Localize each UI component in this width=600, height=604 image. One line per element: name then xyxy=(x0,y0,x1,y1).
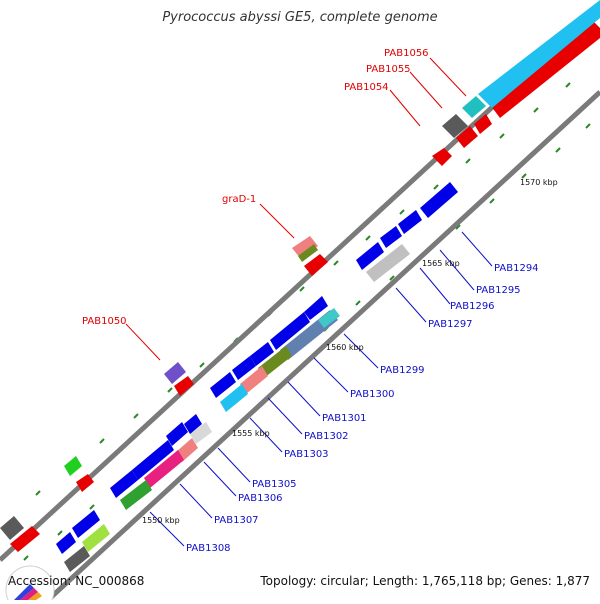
gene-pab1297-gray xyxy=(366,244,410,282)
gene-pab1308-blue-a xyxy=(72,510,100,538)
gene-pab1308-lime xyxy=(82,524,110,552)
gene-label-pab1302[interactable]: PAB1302 xyxy=(304,431,349,442)
gene-pab1050-red xyxy=(174,376,194,396)
gene-grad1-red xyxy=(304,254,328,276)
gene-label-pab1301[interactable]: PAB1301 xyxy=(322,413,367,424)
gene-top-right-cyan xyxy=(478,0,600,108)
gene-label-pab1305[interactable]: PAB1305 xyxy=(252,479,297,490)
gene-pab1302-pink xyxy=(240,366,268,394)
gene-blue-low-2 xyxy=(132,440,174,480)
gene-red-left xyxy=(10,526,40,552)
gene-pab1303-cyan xyxy=(220,384,248,412)
gene-pab1056 xyxy=(462,96,486,118)
gene-pab1055b xyxy=(456,126,478,148)
gene-blue-mid-2 xyxy=(210,372,236,398)
gene-blue-mid-1 xyxy=(232,356,256,380)
gene-pab1054-gray xyxy=(442,114,468,138)
gene-red-small-1 xyxy=(432,148,452,166)
gene-label-pab1055[interactable]: PAB1055 xyxy=(366,64,411,75)
gene-label-grad-1[interactable]: graD-1 xyxy=(222,194,256,205)
scale-label-1555: 1555 kbp xyxy=(232,429,270,438)
gene-label-pab1294[interactable]: PAB1294 xyxy=(494,263,539,274)
gene-pab1308-blue-b xyxy=(56,532,76,554)
gene-label-pab1303[interactable]: PAB1303 xyxy=(284,449,329,460)
lower-gene-labels: PAB1294 PAB1295 PAB1296 PAB1297 PAB1299 … xyxy=(186,263,539,554)
gene-pab1299-a xyxy=(304,296,328,320)
gene-label-pab1307[interactable]: PAB1307 xyxy=(214,515,259,526)
gene-label-pab1296[interactable]: PAB1296 xyxy=(450,301,495,312)
gene-label-pab1050[interactable]: PAB1050 xyxy=(82,316,127,327)
gene-label-pab1056[interactable]: PAB1056 xyxy=(384,48,429,59)
gene-label-pab1054[interactable]: PAB1054 xyxy=(344,82,389,93)
gene-label-pab1297[interactable]: PAB1297 xyxy=(428,319,473,330)
scale-label-1560: 1560 kbp xyxy=(326,343,364,352)
cgview-logo xyxy=(5,565,55,604)
gene-red-small-2 xyxy=(76,474,94,492)
gene-pab1296b xyxy=(356,242,384,270)
genome-summary-text: Topology: circular; Length: 1,765,118 bp… xyxy=(260,574,590,588)
gene-pab1295 xyxy=(398,210,422,234)
gene-label-pab1300[interactable]: PAB1300 xyxy=(350,389,395,400)
scale-labels: 1550 kbp 1555 kbp 1560 kbp 1565 kbp 1570… xyxy=(142,178,558,525)
gene-top-right-red xyxy=(488,18,600,118)
gene-pab1306-magenta xyxy=(144,450,184,488)
gene-label-pab1295[interactable]: PAB1295 xyxy=(476,285,521,296)
gene-label-pab1299[interactable]: PAB1299 xyxy=(380,365,425,376)
gene-pab1300-cyan xyxy=(318,308,340,328)
scale-label-1565: 1565 kbp xyxy=(422,259,460,268)
gene-pab1299-c xyxy=(250,342,274,366)
upper-gene-labels: PAB1056 PAB1055 PAB1054 graD-1 PAB1050 xyxy=(82,48,429,327)
gene-grad1-olive xyxy=(298,244,318,262)
gene-pab1308-gray xyxy=(64,546,90,572)
reverse-genes xyxy=(56,182,458,572)
gene-pab1307-green xyxy=(120,480,152,510)
gene-blue-low-1 xyxy=(166,422,188,446)
gene-pab1294 xyxy=(420,182,458,218)
gene-pab1305-blue xyxy=(184,414,202,434)
gene-pab1301-olive xyxy=(258,346,292,378)
accession-text: Accession: NC_000868 xyxy=(8,574,145,588)
forward-genes xyxy=(0,0,600,552)
label-leaders xyxy=(125,57,493,547)
gene-pab1305-gray xyxy=(190,422,212,444)
gene-label-pab1306[interactable]: PAB1306 xyxy=(238,493,283,504)
gene-grad1-pink xyxy=(292,236,318,258)
gene-pab1055 xyxy=(474,114,492,134)
gene-label-pab1308[interactable]: PAB1308 xyxy=(186,543,231,554)
genome-title: Pyrococcus abyssi GE5, complete genome xyxy=(162,10,438,25)
scale-label-1550: 1550 kbp xyxy=(142,516,180,525)
scale-label-1570: 1570 kbp xyxy=(520,178,558,187)
gene-pab1296a xyxy=(380,226,402,248)
gene-pab1299-b xyxy=(270,312,310,350)
gene-gray-left xyxy=(0,516,24,540)
gene-blue-low-3 xyxy=(110,470,138,498)
gene-green-small xyxy=(64,456,82,476)
gene-pab1050-purple xyxy=(164,362,186,384)
